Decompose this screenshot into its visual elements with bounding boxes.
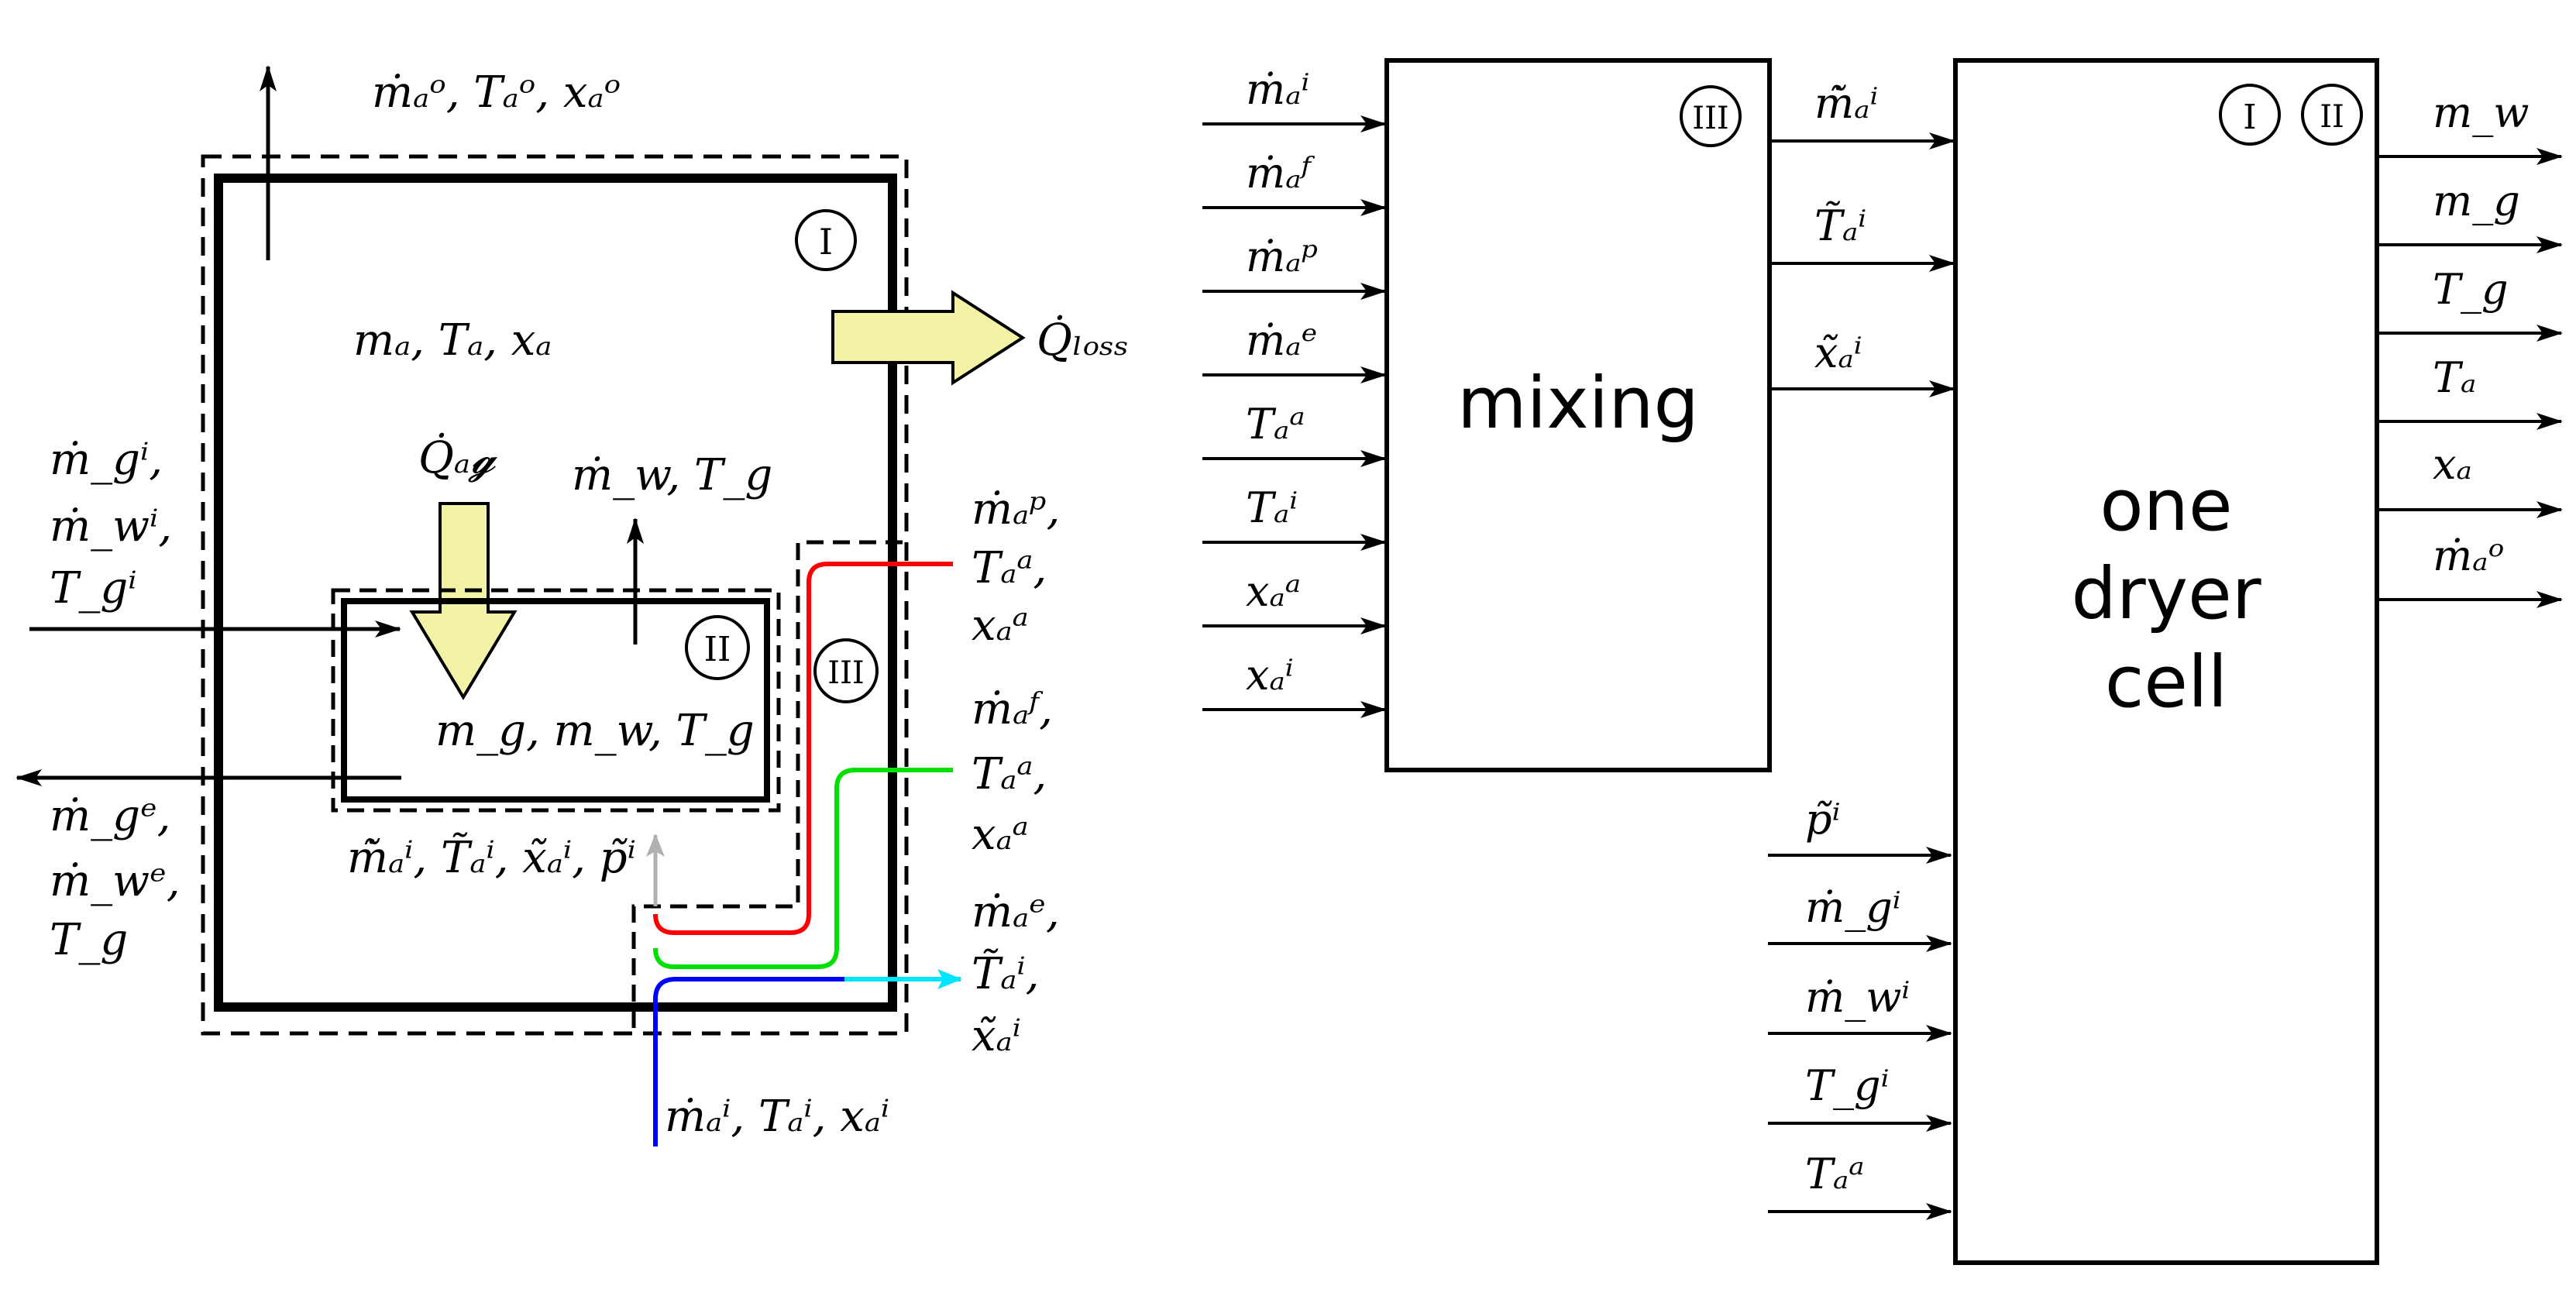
goods-inlet-label-3: T_gⁱ: [50, 563, 136, 614]
dryer-label-3: cell: [2105, 641, 2227, 724]
dryer-block: [1953, 58, 2379, 1265]
mixing-inputs: ṁₐⁱ ṁₐᶠ ṁₐᵖ ṁₐᵉ Tₐᵃ Tₐⁱ xₐᵃ xₐⁱ: [1202, 65, 1387, 718]
mixing-input-label-6: Tₐⁱ: [1246, 483, 1298, 532]
dryer-input-label-4: T_gⁱ: [1805, 1061, 1889, 1110]
mixing-output-label-3: x̃ₐⁱ: [1814, 328, 1862, 377]
goods-inlet-labels: ṁ_gⁱ, ṁ_wⁱ, T_gⁱ: [50, 435, 172, 614]
mixing-input-label-4: ṁₐᵉ: [1246, 316, 1317, 365]
dryer-label-1: one: [2100, 464, 2232, 547]
roman-III-circle: [813, 638, 879, 703]
mixing-tag-circle: [1680, 85, 1742, 147]
dryer-inputs: p̃ⁱ ṁ_gⁱ ṁ_wⁱ T_gⁱ Tₐᵃ: [1768, 795, 1952, 1220]
exhaust-label-1: ṁₐᵉ,: [972, 887, 1060, 937]
air-outlet-label: ṁₐᵒ, Tₐᵒ, xₐᵒ: [372, 67, 621, 118]
mixing-output-label-2: T̃ₐⁱ: [1814, 201, 1866, 250]
goods-outlet-labels: ṁ_gᵉ, ṁ_wᵉ, T_g: [50, 791, 181, 965]
dryer-output-label-6: ṁₐᵒ: [2433, 531, 2504, 580]
recirculation-p-labels: ṁₐᵖ, Tₐᵃ, xₐᵃ: [972, 484, 1060, 651]
dryer-output-label-5: xₐ: [2433, 440, 2472, 489]
roman-I-label: I: [819, 221, 833, 263]
air-inlet-label: ṁₐⁱ, Tₐⁱ, xₐⁱ: [665, 1091, 889, 1142]
dryer-input-label-2: ṁ_gⁱ: [1805, 883, 1901, 932]
right-block-diagram: mixing III one dryer cell I II ṁₐⁱ ṁₐᶠ ṁ…: [1202, 58, 2563, 1265]
recirculation-f-line: [653, 768, 953, 969]
control-volume-III-dashed: [631, 540, 903, 1033]
roman-I-circle: [795, 209, 857, 271]
dryer-tag-I-circle: [2219, 84, 2281, 146]
air-state-label: mₐ, Tₐ, xₐ: [353, 315, 552, 366]
recirc-f-label-3: xₐᵃ: [972, 810, 1029, 860]
recirculation-p-line: [653, 562, 953, 935]
dryer-input-label-5: Tₐᵃ: [1805, 1150, 1865, 1198]
dryer-input-label-3: ṁ_wⁱ: [1805, 973, 1910, 1022]
roman-II-label: II: [704, 630, 731, 669]
mixing-input-label-2: ṁₐᶠ: [1246, 149, 1315, 198]
heat-loss-label: Q̇ₗₒₛₛ: [1037, 315, 1129, 366]
goods-outlet-label-2: ṁ_wᵉ,: [50, 856, 181, 906]
mixing-input-label-3: ṁₐᵖ: [1246, 232, 1318, 281]
mixing-block: [1384, 58, 1772, 772]
mixing-input-label-8: xₐⁱ: [1246, 651, 1294, 700]
dryer-label-2: dryer: [2071, 552, 2261, 635]
mixing-tag-label: III: [1692, 101, 1728, 136]
recirc-f-label-2: Tₐᵃ,: [972, 749, 1047, 799]
mixing-output-label-1: m̃̇ₐⁱ: [1814, 79, 1878, 128]
goods-outlet-label-1: ṁ_gᵉ,: [50, 791, 170, 841]
mixed-air-label: m̃̇ₐⁱ, T̃ₐⁱ, x̃ₐⁱ, p̃ⁱ: [347, 832, 636, 883]
dryer-output-label-3: T_g: [2433, 265, 2509, 314]
dryer-output-label-4: Tₐ: [2433, 353, 2476, 402]
heat-gain-label: Q̇ₐ𝓰: [418, 432, 498, 483]
dryer-output-label-2: m_g: [2433, 177, 2520, 225]
left-dryer-diagram: ṁₐᵒ, Tₐᵒ, xₐᵒ I mₐ, Tₐ, xₐ Q̇ₗₒₛₛ Q̇ₐ𝓰 ṁ…: [15, 65, 1129, 1146]
dryer-input-label-1: p̃ⁱ: [1805, 795, 1840, 844]
recirc-p-label-2: Tₐᵃ,: [972, 543, 1047, 593]
dryer-output-label-1: m_w: [2433, 88, 2529, 137]
mixing-input-label-1: ṁₐⁱ: [1246, 65, 1309, 114]
recirculation-f-labels: ṁₐᶠ, Tₐᵃ, xₐᵃ: [972, 684, 1053, 860]
goods-outlet-label-3: T_g: [50, 915, 128, 965]
dryer-outputs: m_w m_g T_g Tₐ xₐ ṁₐᵒ: [2378, 88, 2563, 608]
control-volume-II-dashed: [331, 588, 781, 813]
recirc-f-label-1: ṁₐᶠ,: [972, 684, 1053, 734]
dryer-tag-I-label: I: [2243, 98, 2256, 137]
heat-loss-arrow: [831, 290, 1026, 386]
control-volume-I-dashed: [201, 154, 909, 1036]
roman-III-label: III: [827, 655, 864, 691]
goods-inlet-label-1: ṁ_gⁱ,: [50, 435, 163, 485]
recirc-p-label-1: ṁₐᵖ,: [972, 484, 1060, 535]
mixing-input-label-7: xₐᵃ: [1246, 567, 1301, 616]
goods-state-label: m_g, m_w, T_g: [435, 706, 755, 756]
exhaust-label-2: T̃ₐⁱ,: [972, 948, 1039, 999]
mixing-block-label: mixing: [1457, 362, 1699, 445]
exhaust-label-3: x̃ₐⁱ: [972, 1011, 1021, 1061]
goods-box: [341, 598, 770, 803]
dryer-cell-wall: [214, 174, 897, 1012]
recirc-p-label-3: xₐᵃ: [972, 600, 1029, 651]
air-inlet-line: [653, 977, 844, 1146]
dryer-tag-II-circle: [2301, 84, 2363, 146]
roman-II-circle: [685, 615, 750, 680]
goods-inlet-label-2: ṁ_wⁱ,: [50, 501, 172, 552]
dryer-tag-II-label: II: [2320, 99, 2344, 135]
mixing-outputs: m̃̇ₐⁱ T̃ₐⁱ x̃ₐⁱ: [1771, 79, 1955, 397]
evaporation-label: ṁ_w, T_g: [572, 450, 772, 500]
exhaust-labels: ṁₐᵉ, T̃ₐⁱ, x̃ₐⁱ: [972, 887, 1060, 1061]
mixing-input-label-5: Tₐᵃ: [1246, 400, 1305, 449]
